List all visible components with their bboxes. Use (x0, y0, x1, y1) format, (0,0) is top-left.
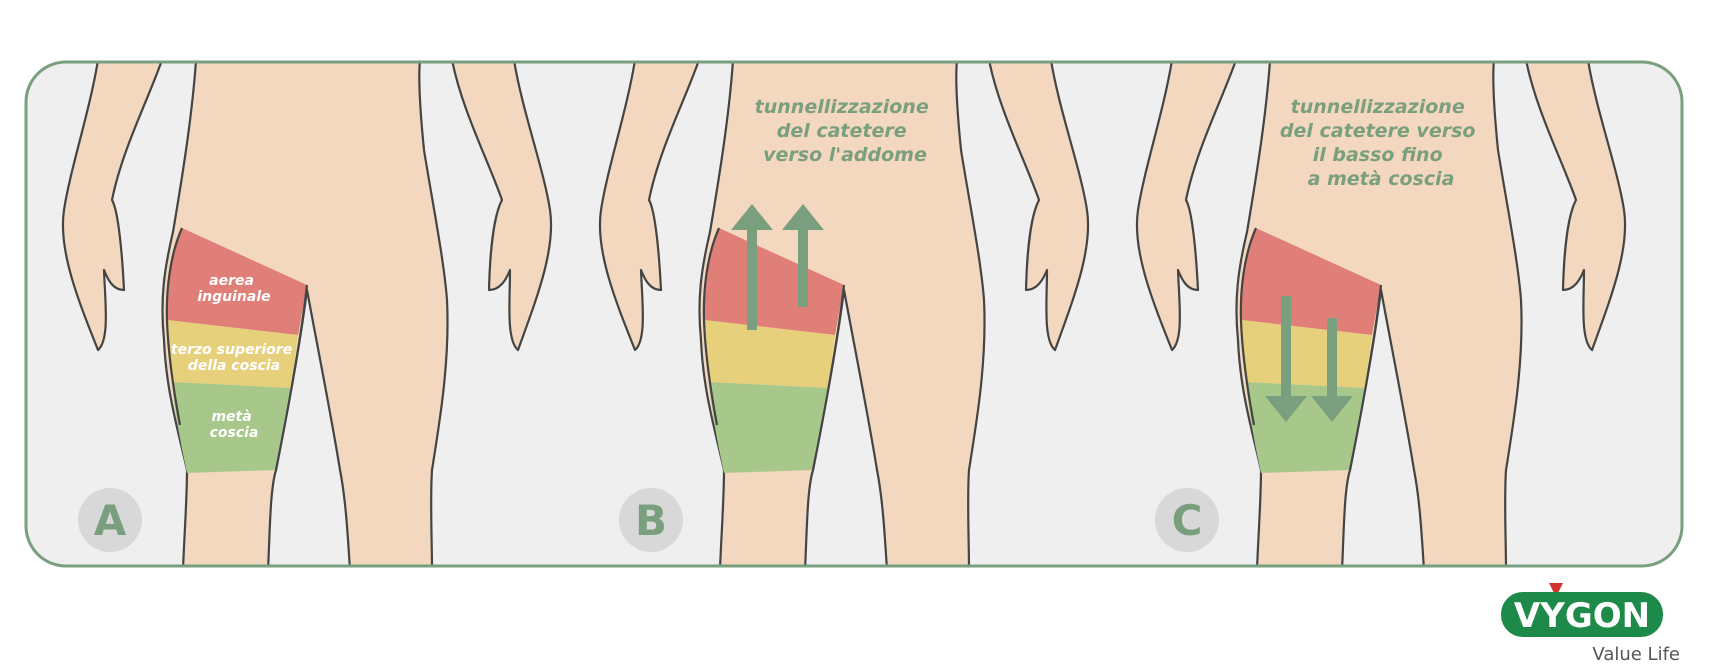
zone-label-yellow: terzo superiore della coscia (171, 342, 297, 374)
badge-a: A (78, 488, 142, 552)
arrow-up-icon (731, 204, 773, 330)
arrow-down-icon (1311, 318, 1353, 422)
vygon-logo: VYGON Value Life (1501, 583, 1680, 665)
zone-label-red: aerea inguinale (197, 273, 270, 305)
panel-b-caption: tunnellizzazione del catetere verso l'ad… (755, 96, 936, 166)
panel-c-caption: tunnellizzazione del catetere verso il b… (1280, 96, 1482, 190)
frame-border (24, 60, 1684, 568)
badge-c-letter: C (1172, 496, 1203, 545)
badge-b: B (619, 488, 683, 552)
badge-b-letter: B (635, 496, 667, 545)
arrow-up-icon (782, 204, 824, 307)
brand-logo-text: VYGON (1514, 596, 1650, 636)
brand-tagline: Value Life (1592, 644, 1680, 665)
zone-label-green: metà coscia (210, 409, 259, 441)
badge-a-letter: A (94, 496, 127, 545)
arrow-down-icon (1265, 296, 1307, 422)
badge-c: C (1155, 488, 1219, 552)
